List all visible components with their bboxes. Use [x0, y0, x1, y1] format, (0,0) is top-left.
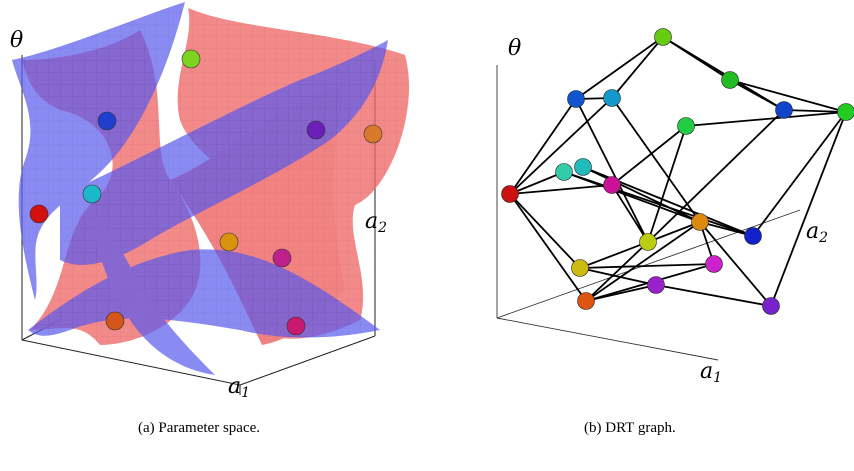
graph-node [603, 89, 621, 107]
sphere [286, 316, 306, 336]
graph-node [721, 71, 739, 89]
graph-node [654, 28, 672, 46]
axis-label-theta-a: θ [10, 28, 23, 53]
axes-b [496, 65, 801, 361]
blue-surface [12, 2, 388, 375]
sphere [181, 49, 201, 69]
graph-nodes [501, 28, 854, 315]
graph-node [762, 297, 780, 315]
sphere [82, 184, 102, 204]
graph-node [677, 117, 695, 135]
graph-node [501, 185, 519, 203]
panel-drt-graph: θ a1 a2 [496, 28, 854, 386]
graph-node [571, 259, 589, 277]
graph-node [574, 158, 592, 176]
graph-node [555, 163, 573, 181]
sphere [97, 111, 117, 131]
panel-parameter-space: θ a1 a2 [10, 2, 409, 401]
graph-node [775, 101, 793, 119]
graph-node [705, 255, 723, 273]
graph-node [647, 276, 665, 294]
sphere [29, 204, 49, 224]
graph-node [837, 103, 854, 121]
sphere [219, 232, 239, 252]
graph-node [639, 233, 657, 251]
axis-label-a2-a: a2 [365, 209, 387, 236]
graph-node [567, 90, 585, 108]
graph-node [744, 227, 762, 245]
graph-node [691, 213, 709, 231]
sphere-markers-a [29, 49, 383, 336]
sphere [306, 120, 326, 140]
axis-label-a2-b: a2 [806, 219, 828, 246]
axis-label-a1-b: a1 [700, 359, 722, 386]
axis-label-a1-a: a1 [228, 374, 250, 401]
sphere [272, 248, 292, 268]
sphere [363, 124, 383, 144]
sphere [105, 311, 125, 331]
caption-parameter-space: (a) Parameter space. [138, 420, 261, 436]
graph-node [603, 176, 621, 194]
graph-node [577, 292, 595, 310]
axis-label-theta-b: θ [508, 36, 521, 61]
caption-drt-graph: (b) DRT graph. [584, 420, 676, 436]
